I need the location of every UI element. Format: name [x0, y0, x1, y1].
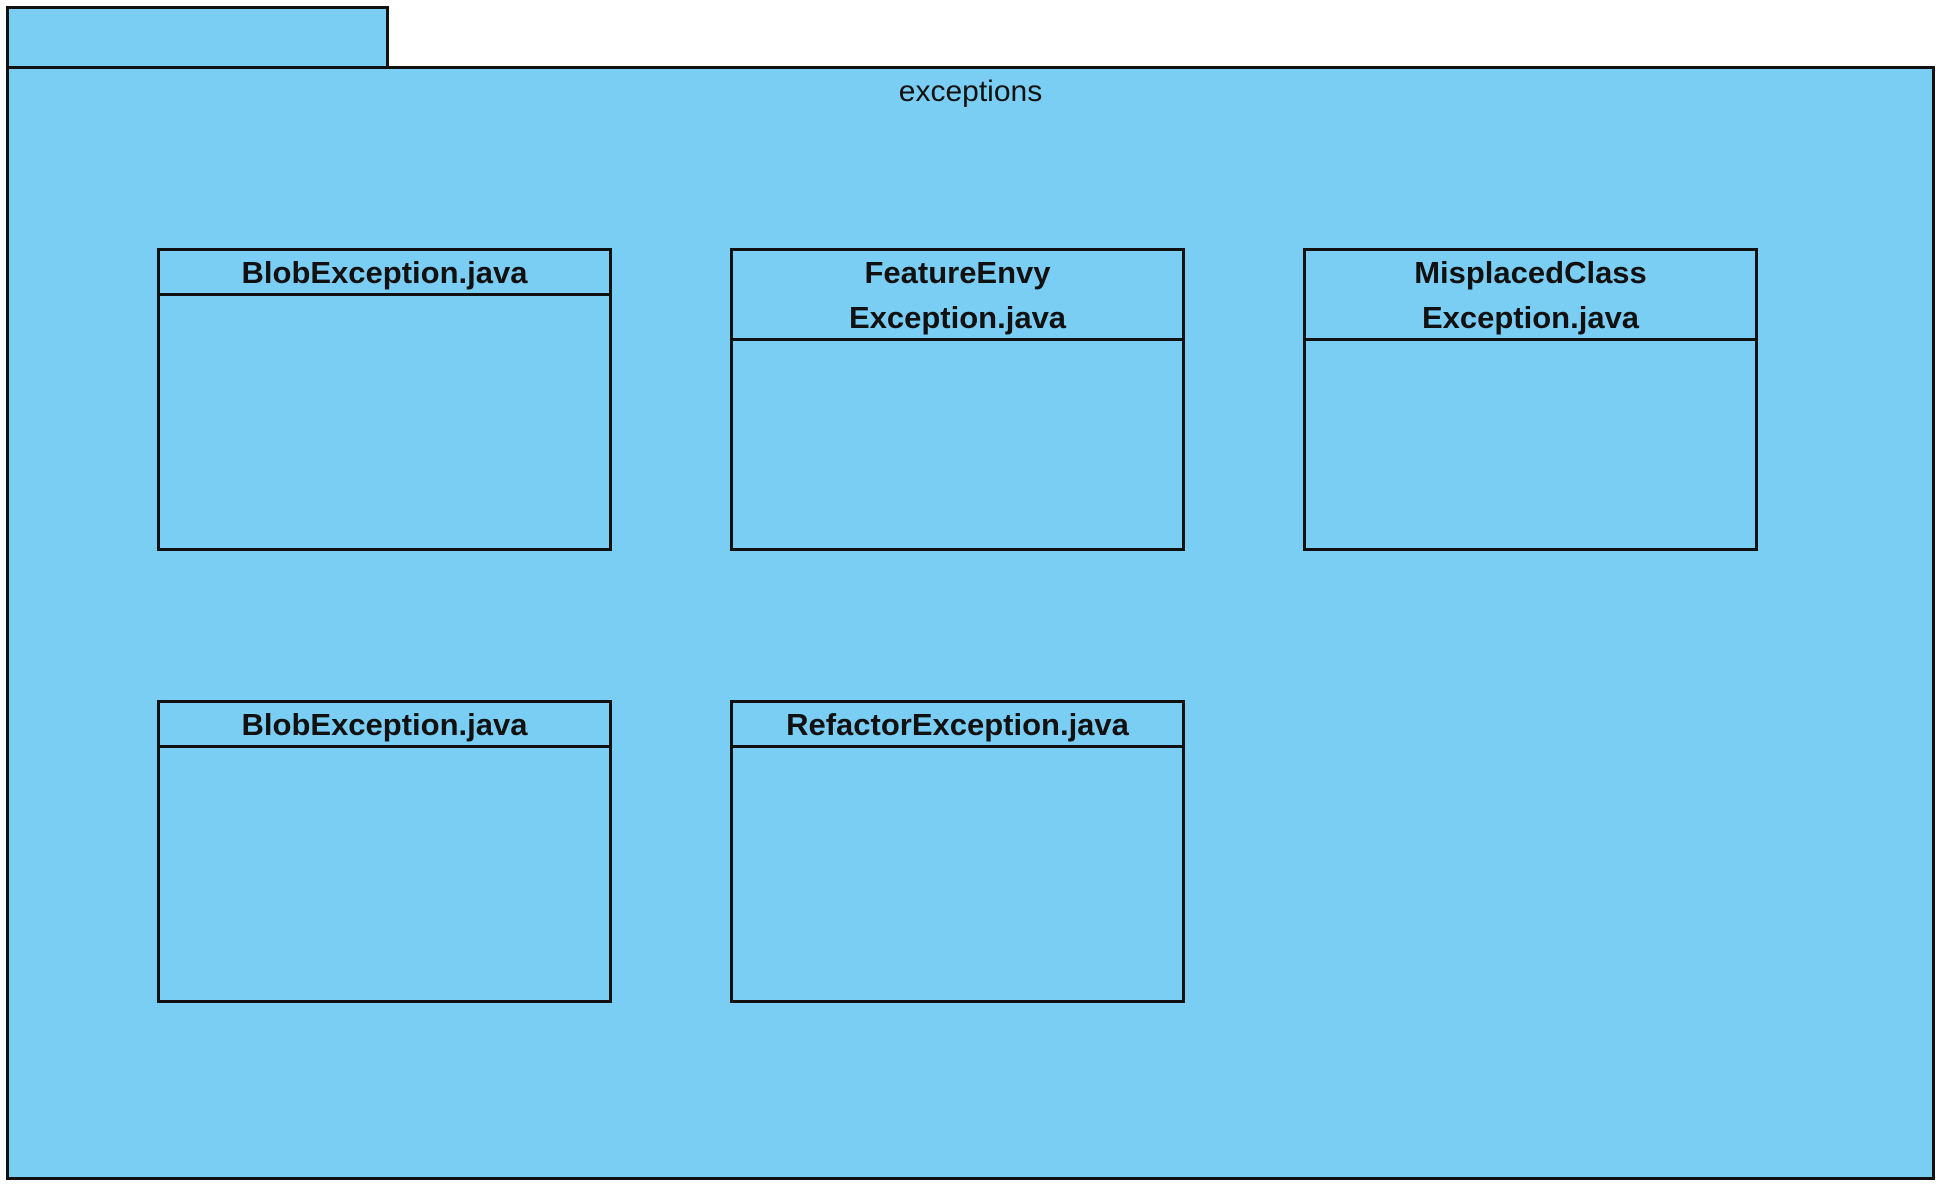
class-name-line-1: MisplacedClass — [1414, 254, 1647, 290]
class-body — [160, 748, 609, 1000]
class-box-refactor-exception[interactable]: RefactorException.java — [730, 700, 1185, 1003]
class-header: BlobException.java — [160, 251, 609, 296]
package-name: exceptions — [898, 75, 1043, 108]
class-header: FeatureEnvy Exception.java — [733, 251, 1182, 341]
class-body — [733, 341, 1182, 548]
class-header: RefactorException.java — [733, 703, 1182, 748]
package-tab — [6, 6, 389, 66]
class-name-line-1: FeatureEnvy — [864, 254, 1051, 290]
class-name-line-2: Exception.java — [848, 299, 1067, 335]
class-body — [1306, 341, 1755, 548]
class-body — [733, 748, 1182, 1000]
class-box-blob-exception-2[interactable]: BlobException.java — [157, 700, 612, 1003]
class-name: RefactorException.java — [786, 706, 1129, 742]
class-body — [160, 296, 609, 548]
class-box-feature-envy-exception[interactable]: FeatureEnvy Exception.java — [730, 248, 1185, 551]
class-name-line-2: Exception.java — [1421, 299, 1640, 335]
class-box-blob-exception[interactable]: BlobException.java — [157, 248, 612, 551]
class-header: MisplacedClass Exception.java — [1306, 251, 1755, 341]
package-body: exceptions — [6, 66, 1935, 1180]
class-name: BlobException.java — [241, 254, 528, 290]
class-name: BlobException.java — [241, 706, 528, 742]
class-box-misplaced-class-exception[interactable]: MisplacedClass Exception.java — [1303, 248, 1758, 551]
class-header: BlobException.java — [160, 703, 609, 748]
